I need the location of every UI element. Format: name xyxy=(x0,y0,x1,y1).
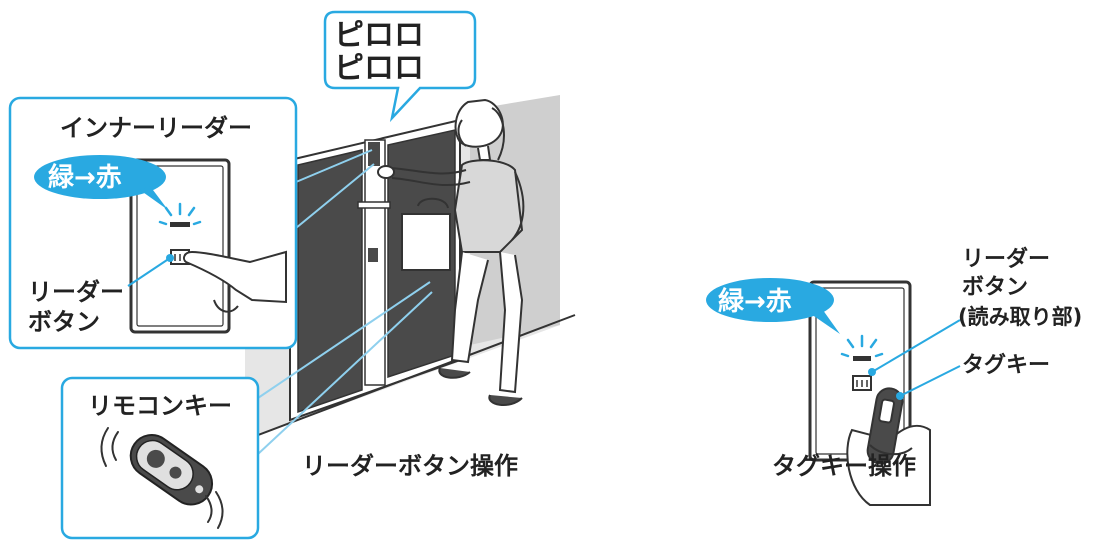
inner-reader-title: インナーリーダー xyxy=(60,114,252,142)
status-badge-right-text: 緑→赤 xyxy=(718,286,792,317)
caption-right: タグキー操作 xyxy=(772,452,916,480)
right-reader-label-line2: ボタン xyxy=(962,275,1028,300)
speech-bubble xyxy=(323,10,477,123)
speech-text-line2: ピロロ xyxy=(334,51,424,86)
reader-button-label-line1: リーダー xyxy=(28,278,124,306)
speech-text-line1: ピロロ xyxy=(334,18,424,53)
tag-key-icon xyxy=(846,387,931,506)
pointer-dot xyxy=(166,254,174,262)
callout-lines xyxy=(257,149,433,455)
sparkle-icon xyxy=(158,202,202,226)
status-badge-left-text: 緑→赤 xyxy=(48,162,122,193)
finger-press-icon xyxy=(183,250,287,313)
right-reader-label-line3: (読み取り部) xyxy=(958,305,1082,329)
right-pointers xyxy=(868,319,961,400)
woman-figure xyxy=(377,98,525,406)
reader-button-label-line2: ボタン xyxy=(28,308,100,336)
remote-key-icon xyxy=(129,433,214,506)
status-badge-right xyxy=(706,278,840,334)
reader-button-icon xyxy=(852,375,872,391)
right-reader-label-line1: リーダー xyxy=(962,246,1050,272)
sparkle-icon xyxy=(840,334,884,358)
reader-button-pointer xyxy=(127,257,171,287)
status-badge-left xyxy=(34,155,168,210)
tag-key-label: タグキー xyxy=(962,352,1050,378)
remote-key-title: リモコンキー xyxy=(88,392,232,420)
caption-left: リーダーボタン操作 xyxy=(302,452,518,480)
signal-waves-icon xyxy=(100,427,224,529)
